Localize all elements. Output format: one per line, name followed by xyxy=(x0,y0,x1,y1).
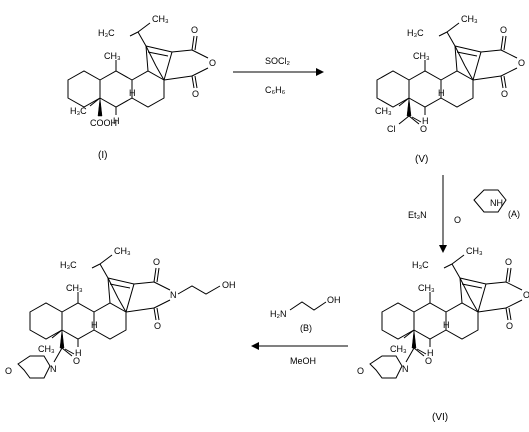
morpholine-structure xyxy=(473,189,507,213)
product-ch3-ring: CH₃ xyxy=(66,283,83,293)
VI-h3c-top: H₃C xyxy=(412,260,429,270)
V-ch3-ring: CH₃ xyxy=(413,51,430,61)
VI-h-low: H xyxy=(427,348,434,358)
product-o2: O xyxy=(154,321,161,331)
V-ch3-top: CH₃ xyxy=(461,14,478,24)
I-acid: COOH xyxy=(90,118,117,128)
compound-I: H₃C CH₃ O O O CH₃ H H₃C H COOH xyxy=(67,14,216,128)
I-h-ring: H xyxy=(129,88,136,98)
VI-o3: O xyxy=(506,321,513,331)
I-h-low: H xyxy=(113,116,120,126)
product-n-imide: N xyxy=(170,290,177,300)
V-h-ring: H xyxy=(438,88,445,98)
VI-o1: O xyxy=(505,257,512,267)
V-o2: O xyxy=(518,58,525,68)
VI-o2: O xyxy=(523,290,529,300)
I-ch3-ring: CH₃ xyxy=(104,51,121,61)
VI-n-morph: N xyxy=(402,364,409,374)
label-compound-I: (I) xyxy=(98,150,107,161)
product-ch3-low: CH₃ xyxy=(38,344,55,354)
reagent-benzene: C₆H₆ xyxy=(265,85,286,95)
product-o1: O xyxy=(153,257,160,267)
V-o3: O xyxy=(501,89,508,99)
VI-h-ring: H xyxy=(443,320,450,330)
V-o-acyl: O xyxy=(420,124,427,134)
I-ch3-top: CH₃ xyxy=(152,14,169,24)
VI-ch3-ring: CH₃ xyxy=(418,283,435,293)
VI-ch3-low: CH₃ xyxy=(390,344,407,354)
compound-VI: H₃C CH₃ O O O CH₃ H CH₃ H O N O xyxy=(357,246,529,379)
product-n-morph: N xyxy=(50,364,57,374)
morpholine-o: O xyxy=(454,215,461,225)
I-h3c-top: H₃C xyxy=(98,28,115,38)
V-h-low: H xyxy=(422,116,429,126)
V-cl: Cl xyxy=(387,124,396,134)
compound-product: H₃C CH₃ O N O OH CH₃ H CH₃ H O N O xyxy=(5,246,236,379)
product-oh: OH xyxy=(222,280,236,290)
product-o-amide: O xyxy=(73,356,80,366)
VI-o-amide: O xyxy=(425,356,432,366)
reagent-socl2: SOCl₂ xyxy=(265,56,291,66)
compound-V: H₃C CH₃ O O O CH₃ H CH₃ H Cl O xyxy=(375,14,525,134)
ethanolamine-structure xyxy=(289,301,327,311)
I-o2: O xyxy=(209,58,216,68)
V-o1: O xyxy=(500,25,507,35)
label-compound-V: (V) xyxy=(415,154,428,165)
product-ch3-top: CH₃ xyxy=(114,246,131,256)
ethanolamine-oh: OH xyxy=(327,295,341,305)
ethanolamine-label: (B) xyxy=(300,323,312,333)
label-compound-VI: (VI) xyxy=(432,412,448,423)
product-h3c-top: H₃C xyxy=(60,260,77,270)
product-o-morph: O xyxy=(5,366,12,376)
product-h-low: H xyxy=(75,348,82,358)
I-o3: O xyxy=(192,89,199,99)
VI-ch3-top: CH₃ xyxy=(466,246,483,256)
reagent-et3n: Et₃N xyxy=(408,210,427,220)
VI-o-morph: O xyxy=(357,366,364,376)
I-h3c-low: H₃C xyxy=(70,106,87,116)
ethanolamine-h2n: H₂N xyxy=(270,309,287,319)
I-o1: O xyxy=(191,25,198,35)
reagent-meoh: MeOH xyxy=(290,356,316,366)
product-h-ring: H xyxy=(91,320,98,330)
morpholine-label: (A) xyxy=(508,209,520,219)
V-h3c-top: H₃C xyxy=(407,28,424,38)
V-ch3-low: CH₃ xyxy=(375,106,392,116)
morpholine-nh: NH xyxy=(490,198,503,208)
